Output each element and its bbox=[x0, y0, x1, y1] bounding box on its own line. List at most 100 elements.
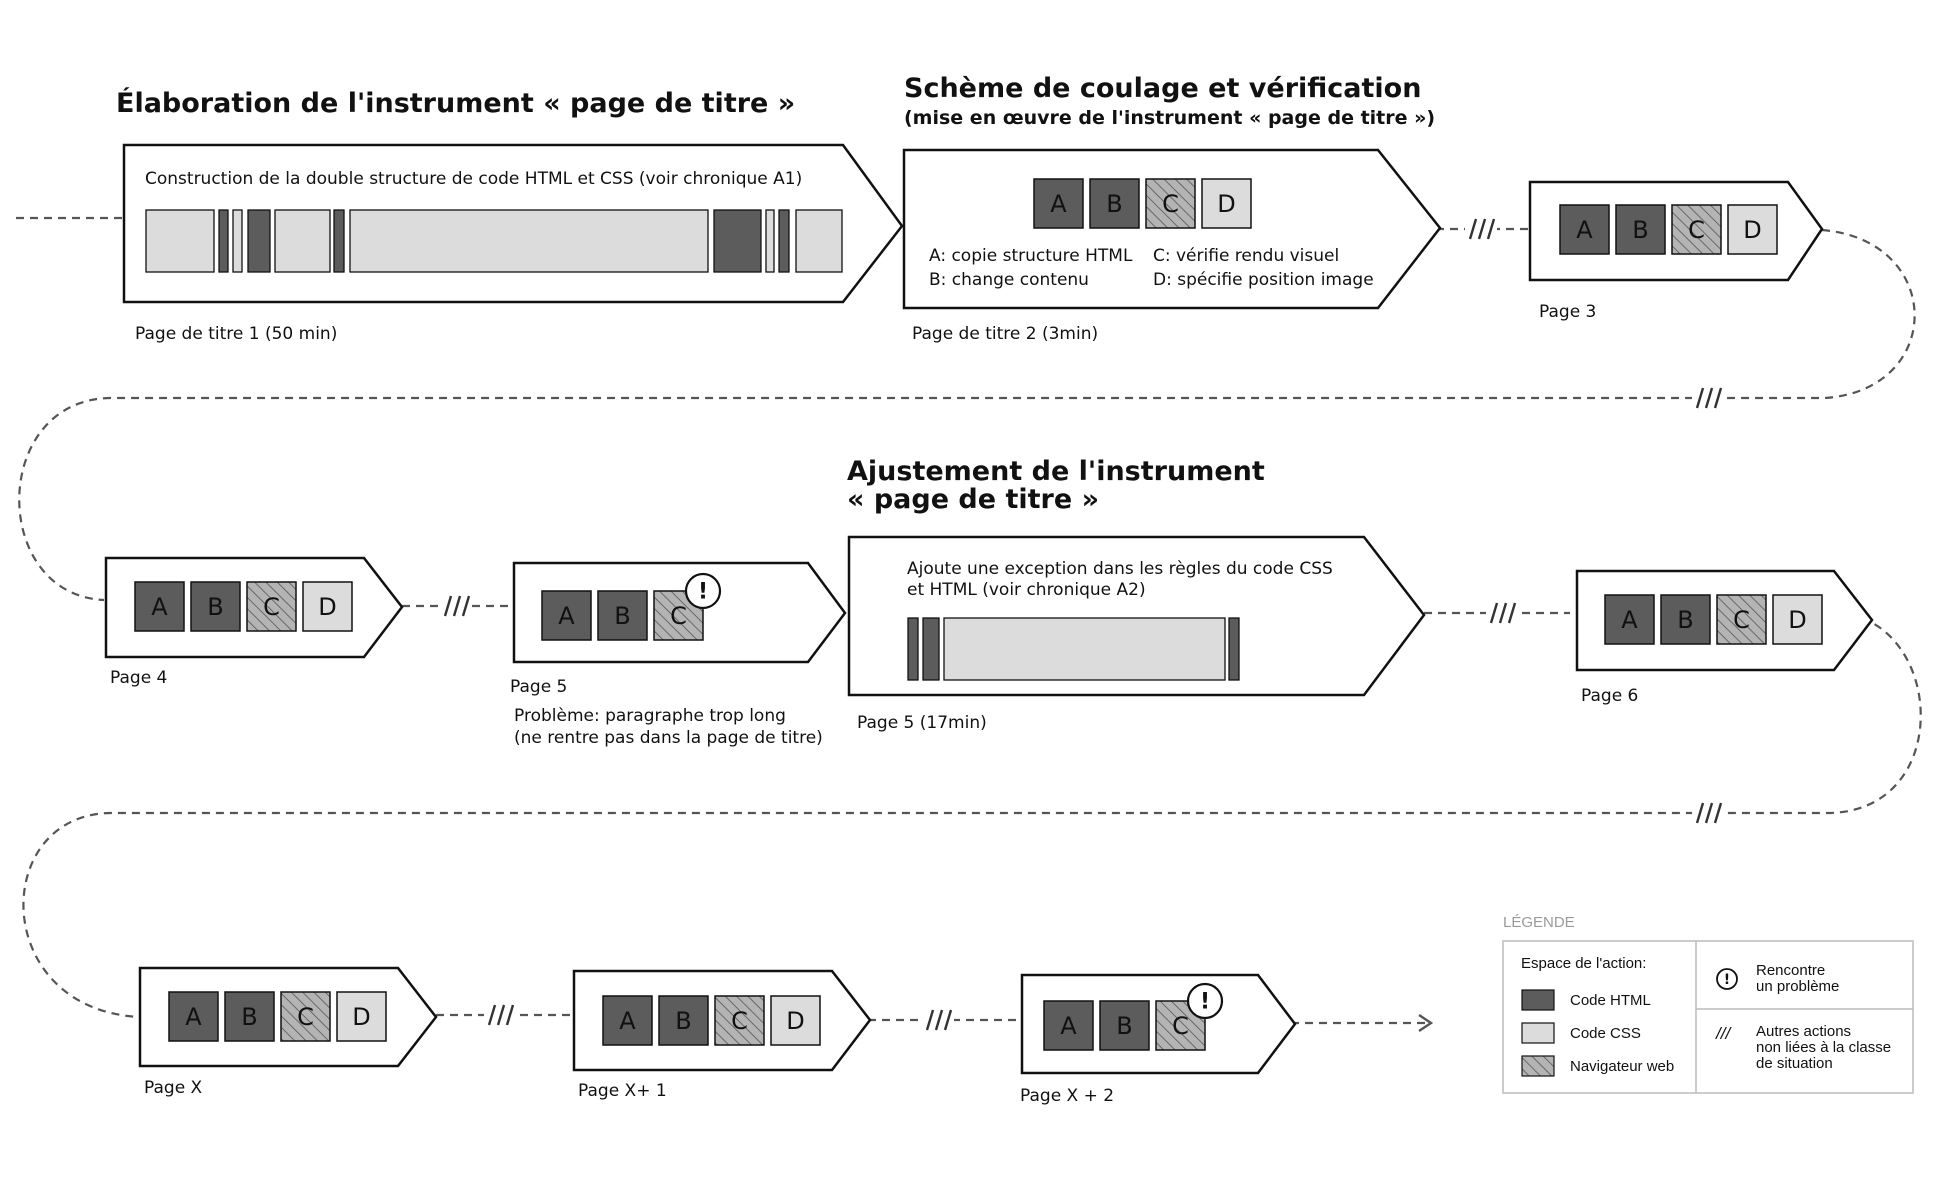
step-page-5: A B C ! bbox=[512, 561, 847, 664]
skip-mark-4 bbox=[1486, 601, 1518, 625]
skip-mark-1 bbox=[1465, 217, 1497, 241]
action-timeline bbox=[145, 209, 843, 273]
skip-mark-5 bbox=[1692, 801, 1724, 825]
legend-html-label: Code HTML bbox=[1570, 992, 1651, 1009]
legend-css-swatch bbox=[1521, 1022, 1555, 1044]
step-page-x: A B C D bbox=[138, 966, 438, 1068]
skip-mark-7 bbox=[922, 1008, 954, 1032]
svg-text:C: C bbox=[1172, 1012, 1189, 1040]
legend: LÉGENDE Espace de l'action: Code HTML Co… bbox=[1502, 914, 1914, 1094]
legend-problem-line1: Rencontre bbox=[1756, 962, 1825, 979]
legend-browser-swatch bbox=[1521, 1055, 1555, 1077]
svg-text:D: D bbox=[786, 1007, 804, 1035]
svg-text:B: B bbox=[1632, 216, 1648, 244]
svg-text:A: A bbox=[185, 1003, 202, 1031]
step-caption: Page X + 2 bbox=[1020, 1086, 1114, 1106]
browser-box: C bbox=[1145, 178, 1196, 229]
step-description-line1: Ajoute une exception dans les règles du … bbox=[907, 559, 1333, 579]
css-box: D bbox=[1201, 178, 1252, 229]
svg-text:C: C bbox=[1688, 216, 1705, 244]
elaboration-title: Élaboration de l'instrument « page de ti… bbox=[116, 87, 795, 119]
step-caption: Page X bbox=[144, 1078, 203, 1098]
skip-mark-6 bbox=[484, 1003, 516, 1027]
scheme-title: Schème de coulage et vérification bbox=[904, 73, 1421, 104]
step-caption: Page de titre 1 (50 min) bbox=[135, 324, 337, 344]
svg-text:A: A bbox=[1576, 216, 1593, 244]
html-box: A bbox=[1033, 178, 1084, 229]
svg-text:B: B bbox=[1106, 190, 1122, 218]
step-page-4: A B C D bbox=[104, 556, 404, 659]
end-arrow-icon bbox=[1418, 1014, 1434, 1032]
step-caption: Page 5 (17min) bbox=[857, 713, 987, 733]
skip-mark-3 bbox=[440, 594, 472, 618]
svg-text:A: A bbox=[1060, 1012, 1077, 1040]
key-b: B: change contenu bbox=[929, 270, 1089, 290]
skip-mark-2 bbox=[1692, 386, 1724, 410]
exclamation-circle-icon: ! bbox=[1716, 968, 1738, 990]
step-caption: Page X+ 1 bbox=[578, 1081, 667, 1101]
problem-note-line2: (ne rentre pas dans la page de titre) bbox=[514, 728, 823, 748]
svg-text:B: B bbox=[614, 602, 630, 630]
svg-text:D: D bbox=[1217, 190, 1235, 218]
svg-text:C: C bbox=[1162, 190, 1179, 218]
svg-text:C: C bbox=[670, 602, 687, 630]
key-c: C: vérifie rendu visuel bbox=[1153, 246, 1339, 266]
svg-text:A: A bbox=[1621, 606, 1638, 634]
key-a: A: copie structure HTML bbox=[929, 246, 1133, 266]
exclamation-circle-icon: ! bbox=[1186, 982, 1224, 1020]
step-caption: Page 6 bbox=[1581, 686, 1638, 706]
legend-browser-label: Navigateur web bbox=[1570, 1058, 1674, 1075]
svg-text:A: A bbox=[558, 602, 575, 630]
step-description: Construction de la double structure de c… bbox=[145, 169, 802, 189]
legend-other-line3: de situation bbox=[1756, 1055, 1833, 1072]
legend-css-label: Code CSS bbox=[1570, 1025, 1641, 1042]
svg-text:D: D bbox=[318, 593, 336, 621]
svg-text:D: D bbox=[1743, 216, 1761, 244]
step-page-titre-1: Construction de la double structure de c… bbox=[122, 143, 904, 304]
problem-note-line1: Problème: paragraphe trop long bbox=[514, 706, 786, 726]
svg-text:A: A bbox=[151, 593, 168, 621]
svg-text:D: D bbox=[352, 1003, 370, 1031]
step-page-5-adjust: Ajoute une exception dans les règles du … bbox=[847, 535, 1426, 697]
svg-text:C: C bbox=[1733, 606, 1750, 634]
scheme-subtitle: (mise en œuvre de l'instrument « page de… bbox=[904, 107, 1435, 129]
svg-text:B: B bbox=[1677, 606, 1693, 634]
svg-text:A: A bbox=[619, 1007, 636, 1035]
adjust-title-line2: « page de titre » bbox=[847, 484, 1099, 515]
svg-text:C: C bbox=[297, 1003, 314, 1031]
step-page-6: A B C D bbox=[1575, 569, 1874, 672]
legend-other-line1: Autres actions bbox=[1756, 1023, 1851, 1040]
step-caption: Page 5 bbox=[510, 677, 567, 697]
legend-other-line2: non liées à la classe bbox=[1756, 1039, 1891, 1056]
step-page-titre-2: A B C D A: copie structure HTML B: chang… bbox=[902, 148, 1442, 310]
svg-text:D: D bbox=[1788, 606, 1806, 634]
step-caption: Page 4 bbox=[110, 668, 167, 688]
step-page-x-plus-2: A B C ! bbox=[1020, 973, 1297, 1075]
exclamation-circle-icon: ! bbox=[684, 572, 722, 610]
svg-text:B: B bbox=[241, 1003, 257, 1031]
triple-slash-icon: /// bbox=[1715, 1024, 1732, 1043]
step-caption: Page 3 bbox=[1539, 302, 1596, 322]
adjust-title-line1: Ajustement de l'instrument bbox=[847, 456, 1265, 487]
svg-text:A: A bbox=[1050, 190, 1067, 218]
key-d: D: spécifie position image bbox=[1153, 270, 1374, 290]
css-box: B bbox=[1089, 178, 1140, 229]
step-page-3: A B C D bbox=[1528, 180, 1824, 282]
legend-problem-line2: un problème bbox=[1756, 978, 1839, 995]
legend-html-swatch bbox=[1521, 989, 1555, 1011]
svg-text:B: B bbox=[675, 1007, 691, 1035]
svg-text:B: B bbox=[1116, 1012, 1132, 1040]
svg-text:!: ! bbox=[1200, 990, 1210, 1015]
svg-text:C: C bbox=[263, 593, 280, 621]
svg-text:B: B bbox=[207, 593, 223, 621]
svg-text:!: ! bbox=[1724, 972, 1730, 988]
svg-text:!: ! bbox=[698, 580, 708, 605]
legend-space-label: Espace de l'action: bbox=[1521, 955, 1646, 972]
step-description-line2: et HTML (voir chronique A2) bbox=[907, 580, 1146, 600]
action-timeline bbox=[907, 617, 1240, 681]
step-caption: Page de titre 2 (3min) bbox=[912, 324, 1098, 344]
step-page-x-plus-1: A B C D bbox=[572, 969, 872, 1072]
legend-heading: LÉGENDE bbox=[1503, 914, 1575, 931]
svg-text:C: C bbox=[731, 1007, 748, 1035]
